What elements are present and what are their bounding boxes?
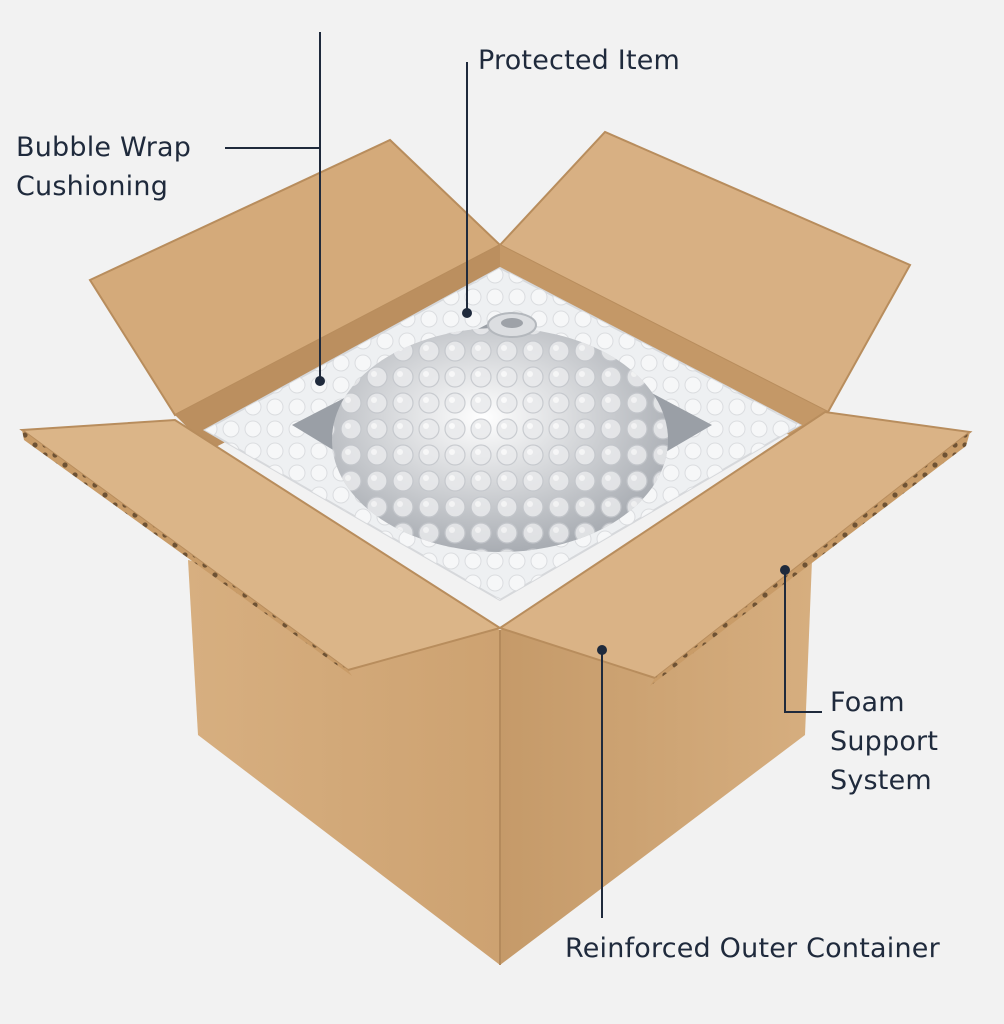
label-foam-support-line-1: Foam (830, 687, 905, 718)
callout-dot-outer-container (597, 645, 607, 655)
label-foam-support: Foam Support System (830, 683, 938, 800)
label-outer-container-text: Reinforced Outer Container (565, 933, 940, 964)
callout-dot-protected-item (462, 308, 472, 318)
label-outer-container: Reinforced Outer Container (565, 929, 940, 968)
label-foam-support-line-2: Support (830, 726, 939, 757)
front-left-flap-edge (22, 430, 352, 676)
callout-dot-bubble-wrap (315, 376, 325, 386)
label-foam-support-line-3: System (830, 765, 932, 796)
box-front-left-face (188, 560, 500, 965)
label-bubble-wrap-line-1: Bubble Wrap (16, 132, 192, 163)
callout-dot-foam-support (780, 565, 790, 575)
box-front-right-face (500, 560, 812, 965)
label-protected-item-text: Protected Item (478, 45, 681, 76)
callout-lines (225, 32, 822, 918)
label-protected-item: Protected Item (478, 41, 680, 80)
front-right-flap-edge (650, 432, 970, 686)
label-bubble-wrap: Bubble Wrap Cushioning (16, 128, 191, 206)
callout-foam-support (784, 570, 822, 713)
protected-item (332, 312, 668, 552)
label-bubble-wrap-line-2: Cushioning (16, 171, 169, 202)
